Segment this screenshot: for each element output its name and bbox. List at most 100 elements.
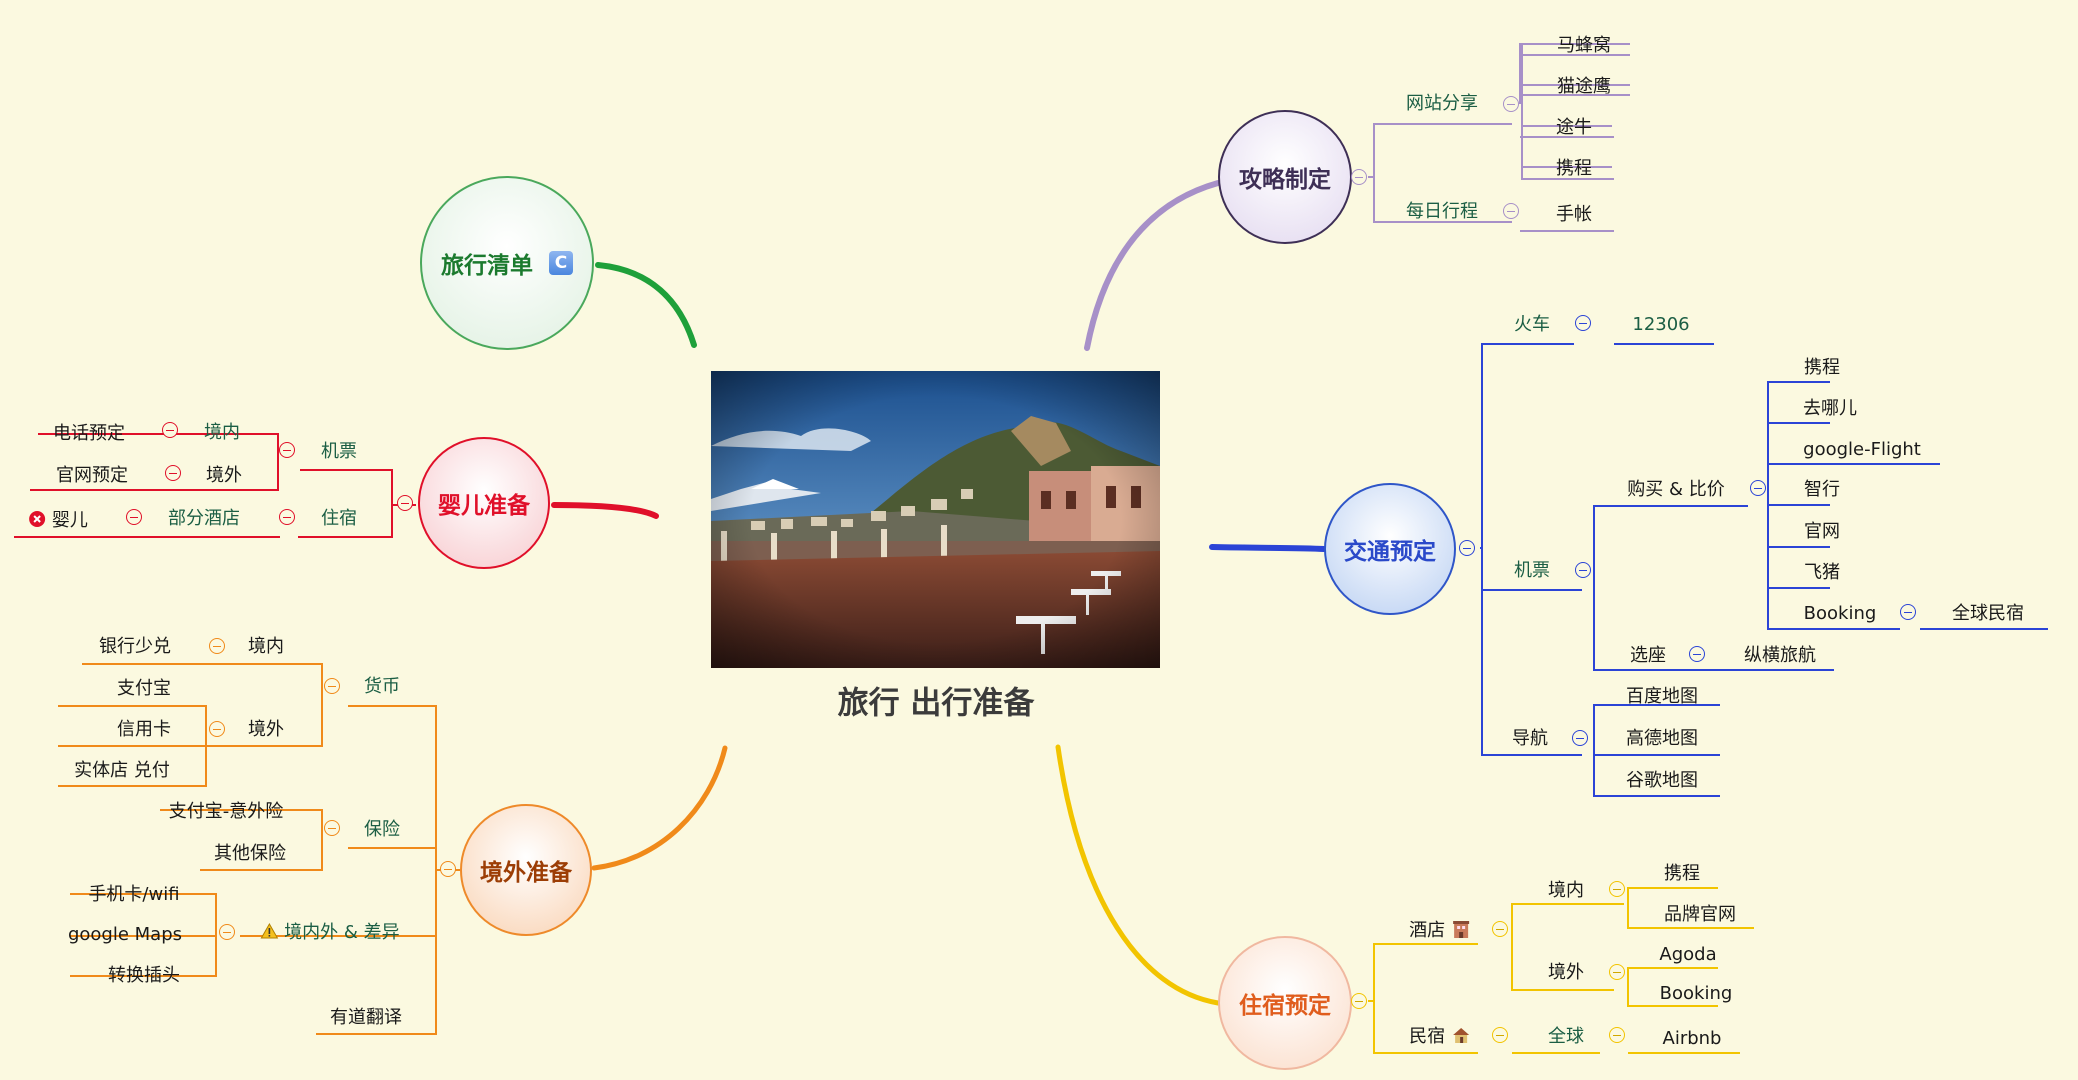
baby-stay-label[interactable]: 住宿 (321, 508, 357, 529)
collapse-baby-domestic[interactable] (162, 422, 178, 438)
compare-item[interactable]: 官网 (1804, 521, 1840, 542)
booking-child-item[interactable]: 全球民宿 (1952, 603, 2024, 624)
collapse-nav[interactable] (1572, 730, 1588, 746)
central-title: 旅行 出行准备 (837, 685, 1035, 722)
transport-compare-label[interactable]: 购买 & 比价 (1627, 479, 1725, 500)
currency-abroad-item[interactable]: 支付宝 (117, 678, 171, 699)
strategy-daily-item[interactable]: 手帐 (1556, 204, 1592, 225)
collapse-baby-ticket[interactable] (279, 442, 295, 458)
warning-icon (260, 922, 279, 943)
baby-abroad-label[interactable]: 境外 (206, 465, 242, 486)
branch-transport (1209, 544, 1327, 552)
hotel-abroad-item[interactable]: Booking (1659, 983, 1733, 1004)
lodging-homestay-label[interactable]: 民宿 (1409, 1025, 1471, 1049)
strategy-daily-label[interactable]: 每日行程 (1406, 201, 1478, 222)
diff-item[interactable]: 手机卡/wifi (88, 884, 180, 905)
collapse-train[interactable] (1575, 315, 1591, 331)
collapse-insurance[interactable] (324, 820, 340, 836)
nav-item[interactable]: 百度地图 (1626, 686, 1698, 707)
topic-transport[interactable]: 交通预定 (1324, 483, 1456, 615)
hotel-domestic-item[interactable]: 携程 (1664, 863, 1700, 884)
central-image (711, 371, 1160, 668)
collapse-overseas[interactable] (440, 861, 456, 877)
compare-item[interactable]: Booking (1803, 603, 1877, 624)
collapse-homestay[interactable] (1492, 1027, 1508, 1043)
hotel-icon (1451, 919, 1471, 943)
compare-item[interactable]: 去哪儿 (1803, 398, 1857, 419)
homestay-global-item[interactable]: Airbnb (1662, 1028, 1722, 1049)
currency-abroad-item[interactable]: 信用卡 (117, 719, 171, 740)
topic-strategy[interactable]: 攻略制定 (1218, 110, 1352, 244)
baby-ticket-label[interactable]: 机票 (321, 441, 357, 462)
baby-abroad-item[interactable]: 官网预定 (56, 465, 128, 486)
collapse-daily[interactable] (1503, 203, 1519, 219)
hotel-domestic-item[interactable]: 品牌官网 (1664, 904, 1736, 925)
nav-item[interactable]: 高德地图 (1626, 728, 1698, 749)
collapse-transport[interactable] (1459, 540, 1475, 556)
collapse-baby[interactable] (397, 495, 413, 511)
currency-abroad-label[interactable]: 境外 (248, 719, 284, 740)
topic-lodging[interactable]: 住宿预定 (1218, 936, 1352, 1070)
overseas-diff-label[interactable]: 境内外 & 差异 (260, 922, 400, 943)
strategy-site-item[interactable]: 猫途鹰 (1557, 76, 1611, 97)
currency-abroad-item[interactable]: 实体店 兑付 (74, 760, 170, 781)
nav-item[interactable]: 谷歌地图 (1626, 770, 1698, 791)
topic-overseas[interactable]: 境外准备 (460, 804, 592, 936)
compare-item[interactable]: 智行 (1804, 479, 1840, 500)
homestay-global-label[interactable]: 全球 (1548, 1026, 1584, 1047)
collapse-global[interactable] (1609, 1027, 1625, 1043)
strategy-site-item[interactable]: 携程 (1556, 158, 1592, 179)
hotel-abroad-item[interactable]: Agoda (1659, 944, 1717, 965)
collapse-currency-domestic[interactable] (209, 638, 225, 654)
seat-item[interactable]: 纵横旅航 (1744, 645, 1816, 666)
hotel-abroad-label[interactable]: 境外 (1548, 962, 1584, 983)
topic-baby[interactable]: 婴儿准备 (418, 437, 550, 569)
collapse-seat[interactable] (1689, 646, 1705, 662)
lodging-hotel-label[interactable]: 酒店 (1409, 919, 1471, 943)
compare-item[interactable]: google-Flight (1803, 439, 1921, 460)
collapse-currency[interactable] (324, 678, 340, 694)
insurance-item[interactable]: 支付宝-意外险 (168, 801, 284, 822)
collapse-lodging[interactable] (1351, 993, 1367, 1009)
baby-partial-item[interactable]: 婴儿 (28, 510, 88, 532)
collapse-currency-abroad[interactable] (209, 721, 225, 737)
strategy-site-item[interactable]: 马蜂窝 (1557, 35, 1611, 56)
baby-domestic-label[interactable]: 境内 (204, 422, 240, 443)
collapse-site-share[interactable] (1503, 96, 1519, 112)
transport-seat-label[interactable]: 选座 (1630, 645, 1666, 666)
strategy-site-share-label[interactable]: 网站分享 (1406, 93, 1478, 114)
currency-domestic-label[interactable]: 境内 (248, 636, 284, 657)
currency-domestic-item[interactable]: 银行少兑 (99, 636, 171, 657)
strategy-site-item[interactable]: 途牛 (1556, 117, 1592, 138)
collapse-hotel-abroad[interactable] (1609, 964, 1625, 980)
diff-item[interactable]: google Maps (67, 924, 183, 945)
transport-train-item[interactable]: 12306 (1632, 314, 1690, 335)
collapse-baby-partial[interactable] (126, 509, 142, 525)
transport-flight-label[interactable]: 机票 (1514, 560, 1550, 581)
collapse-diff[interactable] (219, 924, 235, 940)
transport-train-label[interactable]: 火车 (1514, 314, 1550, 335)
collapse-flight[interactable] (1575, 562, 1591, 578)
collapse-booking[interactable] (1900, 604, 1916, 620)
collapse-hotel[interactable] (1492, 921, 1508, 937)
topic-travel-list[interactable]: 旅行清单 C (420, 176, 594, 350)
diff-item[interactable]: 转换插头 (108, 965, 180, 986)
checklist-badge-icon: C (549, 251, 573, 275)
branch-lodging (1055, 744, 1221, 1006)
collapse-compare[interactable] (1750, 480, 1766, 496)
topic-travel-list-label: 旅行清单 (441, 253, 533, 279)
insurance-item[interactable]: 其他保险 (214, 843, 286, 864)
collapse-baby-abroad[interactable] (165, 465, 181, 481)
transport-nav-label[interactable]: 导航 (1512, 728, 1548, 749)
overseas-insurance-label[interactable]: 保险 (364, 819, 400, 840)
collapse-strategy[interactable] (1351, 169, 1367, 185)
hotel-domestic-label[interactable]: 境内 (1548, 880, 1584, 901)
collapse-baby-stay[interactable] (279, 509, 295, 525)
overseas-translate[interactable]: 有道翻译 (330, 1007, 402, 1028)
baby-domestic-item[interactable]: 电话预定 (53, 423, 125, 444)
overseas-currency-label[interactable]: 货币 (364, 676, 400, 697)
collapse-hotel-domestic[interactable] (1609, 881, 1625, 897)
compare-item[interactable]: 携程 (1804, 357, 1840, 378)
compare-item[interactable]: 飞猪 (1804, 562, 1840, 583)
baby-partial-label[interactable]: 部分酒店 (168, 508, 240, 529)
